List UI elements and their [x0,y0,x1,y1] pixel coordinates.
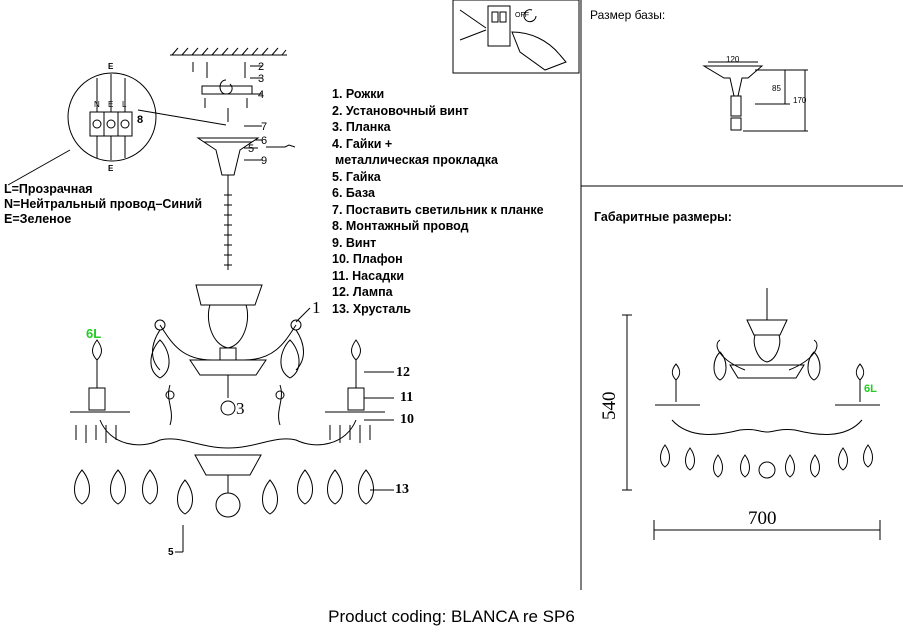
callout-12: 12 [396,365,410,380]
parts-item: 12. Лампа [332,285,393,299]
overall-size-drawing [622,288,881,540]
callout-1: 1 [312,298,321,317]
wiring-detail [7,72,227,186]
lamp-count-label-small: 6L [864,383,877,395]
lamp-count-label: 6L [86,326,102,341]
overall-height-dim: 540 [599,391,620,421]
terminal-label-n: N [94,100,100,109]
parts-item: 1. Рожки [332,87,385,101]
chandelier-assembly [70,284,394,553]
callout-3: 3 [258,73,265,85]
callout-3-body: 3 [236,399,245,418]
callout-4: 4 [258,89,265,101]
canopy [196,137,296,190]
parts-item: 2. Установочный винт [332,103,469,118]
base-size-drawing [702,61,808,132]
parts-item: 3. Планка [332,120,391,134]
parts-item: 10. Плафон [332,252,403,266]
terminal-label-top: E [108,62,114,71]
wiring-note-line: N=Нейтральный провод–Синий [4,197,203,211]
wiring-note: L=Прозрачная N=Нейтральный провод–Синий … [4,182,202,227]
parts-item: металлическая прокладка [335,153,498,167]
callout-10: 10 [400,412,414,427]
callout-6: 6 [261,135,268,147]
terminal-label-bottom: E [108,164,114,173]
base-height-dim: 170 [793,96,807,105]
callout-13: 13 [395,482,409,497]
parts-item: 9. Винт [332,235,377,250]
parts-item: 7. Поставить светильник к планке [332,202,544,217]
overall-dims-label: Габаритные размеры: [594,210,732,224]
callout-7: 7 [261,121,268,133]
wiring-note-line: E=Зеленое [4,212,72,226]
wiring-note-line: L=Прозрачная [4,182,93,196]
terminal-label-l: L [122,100,127,109]
power-off-illustration [452,0,580,74]
base-size-label: Размер базы: [590,8,666,22]
callout-11: 11 [400,390,414,405]
parts-item: 13. Хрусталь [332,301,411,316]
callout-9: 9 [261,155,268,167]
parts-item: 5. Гайка [332,169,381,184]
terminal-label-e: E [108,100,114,109]
callout-5-bottom: 5 [168,547,174,558]
overall-width-dim: 700 [748,508,777,529]
parts-list: 1. Рожки 2. Установочный винт 3. Планка … [332,86,544,317]
callout-2: 2 [258,61,265,73]
parts-item: 11. Насадки [332,268,405,283]
parts-item: 6. База [332,186,375,200]
parts-item: 4. Гайки + [332,136,393,151]
callout-8: 8 [137,114,144,126]
product-coding: Product coding: BLANCA re SP6 [328,607,575,626]
parts-item: 8. Монтажный провод [332,219,469,233]
base-width-dim: 120 [726,55,740,64]
switch-off-label: OFF [515,12,529,19]
callout-5: 5 [248,143,255,155]
base-inner-height-dim: 85 [772,84,781,93]
chain [224,190,232,270]
ceiling-mount [170,47,287,161]
